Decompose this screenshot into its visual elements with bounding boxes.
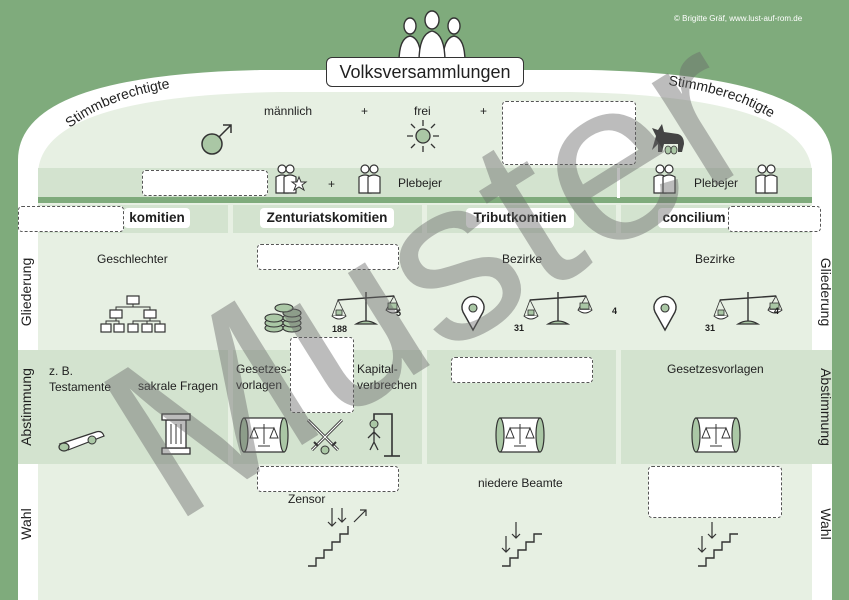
col2-title: Zenturiatskomitien [260,208,394,228]
location-pin-icon [461,295,485,332]
col1-abst-sakral: sakrale Fragen [138,379,219,393]
arch-labels: Stimmberechtigte Stimmberechtigte [62,72,778,130]
criterion-free-label: frei [414,104,431,118]
steps-up-icon [308,508,367,567]
sun-freedom-icon [407,120,439,152]
answer-box-col1-head[interactable] [18,206,124,232]
col1-gliederung: Geschlechter [97,252,168,266]
answer-box-plebs[interactable] [142,170,268,196]
law-scroll-scale-icon [691,417,741,453]
answer-box-criteria[interactable] [502,101,636,165]
law-scroll-scale-icon [239,417,289,453]
steps-up-icon [501,522,542,567]
col3-num-right: 4 [612,306,618,316]
col4-gliederung: Bezirke [695,252,736,266]
answer-box-col2-abstimmung[interactable] [290,337,354,413]
scale-balance-icon [713,292,783,325]
criterion-male-label: männlich [264,104,313,118]
plebejer-label-center: Plebejer [398,176,443,190]
col1-abst-testamente: z. B. Testamente [49,364,112,394]
col2-gesetzesvorlagen: Gesetzes- vorlagen [236,362,291,392]
page-title: Volksversammlungen [326,57,524,87]
crossed-swords-icon [306,418,344,455]
col2-kapitalverbrechen: Kapital- verbrechen [357,362,418,392]
steps-up-icon [697,522,738,567]
plus-sign: + [361,104,369,118]
col4-num-right: 4 [774,306,780,316]
assembly-people-icon [398,10,466,63]
gallows-icon [367,413,400,457]
answer-box-col2-wahl[interactable] [257,466,399,492]
col4-num-left: 31 [705,323,716,333]
col2-zensor: Zensor [288,492,326,506]
plebeians-icon [755,164,778,194]
col4-gesetzesvorlagen: Gesetzesvorlagen [667,362,764,376]
answer-box-col4-head[interactable] [728,206,821,232]
answer-box-col3-abstimmung[interactable] [451,357,593,383]
scroll-document-icon [58,430,105,452]
patricians-star-icon [275,164,308,194]
scale-balance-icon [331,292,401,325]
col3-num-left: 31 [514,323,525,333]
plebs-divider [617,168,620,198]
col3-niedere-beamte: niedere Beamte [478,476,563,490]
plebeians-icon [653,164,676,194]
answer-box-col4-wahl[interactable] [648,466,782,518]
col1-title-suffix: komitien [124,208,190,228]
row-band-abstimmung-right [811,350,832,464]
row-band-abstimmung-left [18,350,38,464]
coins-stack-icon [264,303,302,333]
plebejer-label-right: Plebejer [694,176,739,190]
svg-text:Muster: Muster [62,0,794,568]
col3-gliederung: Bezirke [502,252,543,266]
plus-sign: + [328,177,336,191]
col4-title: concilium [658,208,730,228]
col2-num-right: 5 [396,308,402,318]
location-pin-icon [653,295,677,332]
family-tree-icon [100,295,166,333]
male-symbol-icon [201,124,232,155]
scale-balance-icon [523,292,593,325]
plebeians-icon [358,164,381,194]
altar-icon [161,413,191,455]
col3-title: Tributkomitien [466,208,574,228]
wolf-icon [652,124,684,155]
answer-box-col2-gliederung[interactable] [257,244,399,270]
plus-sign: + [480,104,488,118]
copyright: © Brigitte Gräf, www.lust-auf-rom.de [674,14,803,23]
col2-num-left: 188 [332,324,348,334]
law-scroll-scale-icon [495,417,545,453]
